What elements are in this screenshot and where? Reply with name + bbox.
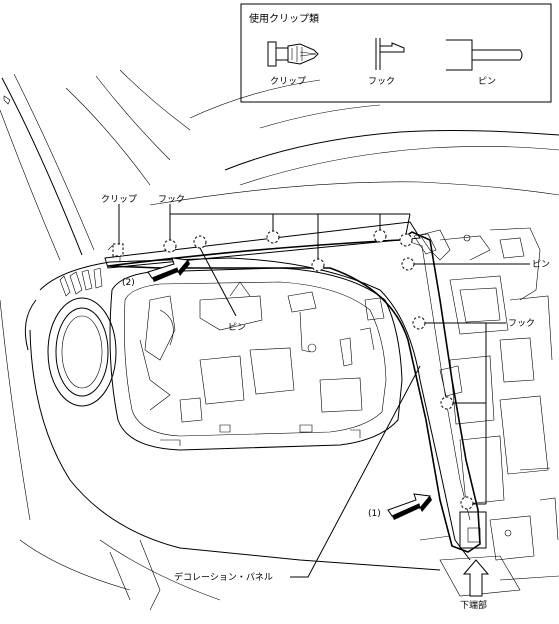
pin-marker xyxy=(193,235,207,249)
step-1-label: (1) xyxy=(368,509,381,519)
hook-marker xyxy=(373,229,387,243)
pin-callout-label-right: ピン xyxy=(532,259,550,270)
hook-callout-label: フック xyxy=(158,194,185,205)
hook-marker xyxy=(460,496,474,510)
hook-marker xyxy=(266,230,280,244)
clip-callout-label: クリップ xyxy=(101,194,137,205)
legend-item-pin-label: ピン xyxy=(478,76,496,87)
step-2-label: (2) xyxy=(122,278,135,288)
pin-marker xyxy=(401,257,415,271)
legend-title: 使用クリップ類 xyxy=(249,12,319,25)
decoration-panel-part xyxy=(107,231,487,553)
hook-marker xyxy=(412,316,426,330)
hook-callout-label-right: フック xyxy=(508,318,535,329)
hook-icon xyxy=(375,38,405,70)
lower-end-arrow xyxy=(462,559,490,597)
dashboard xyxy=(24,221,471,571)
hook-marker xyxy=(440,396,454,410)
legend-item-clip-label: クリップ xyxy=(270,76,306,87)
clip-icon xyxy=(267,41,319,67)
clip-types-legend: 使用クリップ類 クリップ フック ピン xyxy=(240,3,552,103)
air-vent xyxy=(47,267,117,407)
hook-marker xyxy=(399,233,413,247)
fastener-markers xyxy=(112,229,474,510)
removal-arrow-2 xyxy=(147,257,190,282)
pin-icon xyxy=(446,39,523,71)
hook-marker xyxy=(311,258,325,272)
legend-item-hook-label: フック xyxy=(368,76,395,87)
pin-callout-label-left: ピン xyxy=(228,322,246,333)
vehicle-body-lines xyxy=(0,69,559,601)
hook-marker xyxy=(163,239,177,253)
removal-arrow-1 xyxy=(387,493,432,520)
leader-lines xyxy=(118,204,530,578)
clip-marker xyxy=(112,243,124,257)
center-console-mechanism xyxy=(109,227,559,611)
lower-end-label: 下端部 xyxy=(460,599,487,611)
decoration-panel-label: デコレーション・パネル xyxy=(174,571,273,583)
